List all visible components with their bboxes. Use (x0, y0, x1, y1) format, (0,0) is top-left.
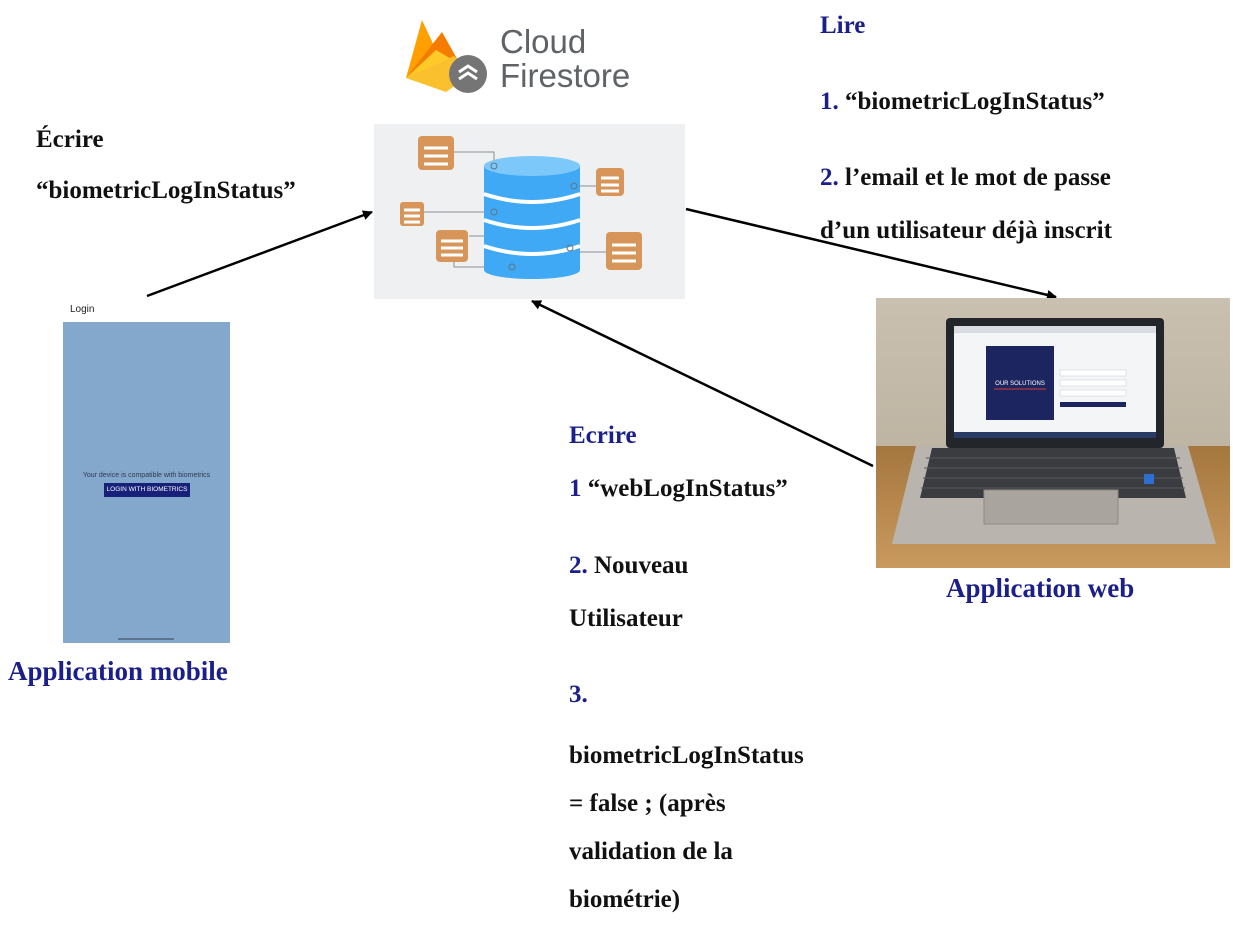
logo-line-1: Cloud (500, 23, 587, 60)
mobile-caption: Application mobile (8, 656, 228, 686)
database-illustration (374, 124, 685, 299)
item-text: Nouveau (594, 552, 689, 579)
item-number: 1 (569, 475, 582, 502)
right-read-item-1: 1. “biometricLogInStatus” (820, 87, 1105, 117)
middle-write-item-3-line-4: biométrie) (569, 886, 681, 913)
middle-write-item-2-cont: Utilisateur (569, 605, 683, 632)
arrow-db-to-web (685, 207, 1057, 300)
middle-write-item-3-line-3: validation de la (569, 838, 733, 865)
item-number: 2. (820, 164, 839, 191)
item-number: 2. (569, 552, 588, 579)
phone-screen: Your device is compatible with biometric… (63, 322, 230, 643)
left-write-title: Écrire (36, 126, 104, 153)
phone-screen-title: Login (70, 304, 95, 315)
biometric-compatible-message: Your device is compatible with biometric… (82, 472, 211, 479)
middle-write-title: Ecrire (569, 422, 637, 449)
logo-line-2: Firestore (500, 57, 631, 94)
item-number: 1. (820, 88, 839, 115)
arrow-mobile-to-db (146, 210, 373, 298)
middle-write-item-3-line-1: biometricLogInStatus (569, 742, 804, 769)
right-read-item-2-cont: d’un utilisateur déjà inscrit (820, 217, 1112, 244)
arrow-web-to-db (531, 299, 874, 468)
firebase-flame-icon (406, 20, 487, 93)
laptop-photo: OUR SOLUTIONS (876, 298, 1230, 568)
left-write-field: “biometricLogInStatus” (36, 177, 296, 204)
login-with-biometrics-button[interactable]: LOGIN WITH BIOMETRICS (104, 483, 190, 497)
phone-home-bar (118, 638, 174, 640)
web-caption: Application web (946, 573, 1135, 603)
database-icon (400, 136, 642, 279)
firestore-logo: Cloud Firestore (402, 12, 652, 94)
item-text: “biometricLogInStatus” (845, 88, 1105, 115)
right-read-item-2: 2. l’email et le mot de passe (820, 163, 1111, 193)
middle-write-item-2: 2. Nouveau (569, 551, 688, 581)
right-read-title: Lire (820, 12, 866, 39)
laptop-illustration: OUR SOLUTIONS (876, 298, 1230, 568)
middle-write-item-3-num: 3. (569, 681, 588, 708)
middle-write-item-1: 1 “webLogInStatus” (569, 474, 788, 504)
web-logo-text: OUR SOLUTIONS (995, 381, 1045, 387)
item-text: l’email et le mot de passe (845, 164, 1111, 191)
middle-write-item-3-line-2: = false ; (après (569, 790, 726, 817)
item-text: “webLogInStatus” (587, 475, 788, 502)
